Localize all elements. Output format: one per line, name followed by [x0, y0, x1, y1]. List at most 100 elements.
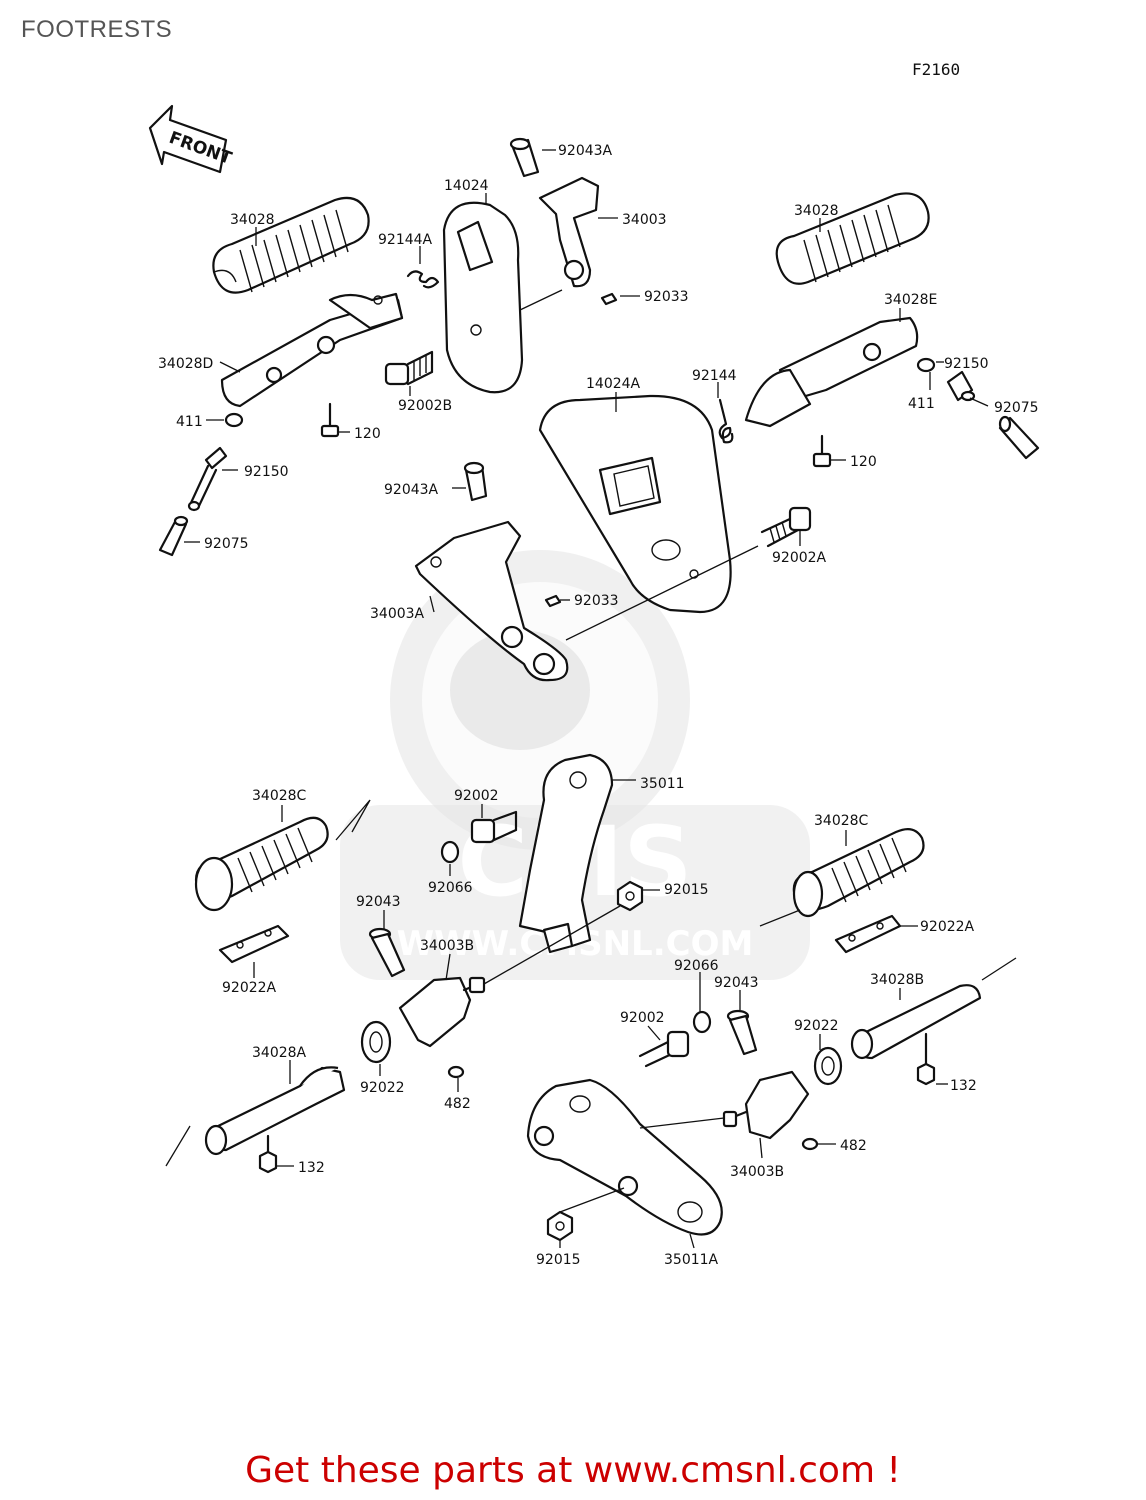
screw-120-left [320, 402, 340, 438]
pin-92043-left [368, 927, 406, 978]
label-92043-right: 92043 [714, 975, 759, 991]
page-title: FOOTRESTS [21, 16, 173, 43]
label-411-left: 411 [176, 414, 203, 430]
label-92002b: 92002B [398, 398, 452, 414]
label-92075-left: 92075 [204, 536, 249, 552]
parts-diagram: CMS WWW.CMSNL.COM F2160 FRONT [148, 60, 1040, 1268]
label-92002-bottom: 92002 [620, 1010, 665, 1026]
heel-plate-14024a [538, 394, 732, 614]
pin-92043-right [726, 1009, 758, 1056]
bolt-92002-upper [470, 810, 518, 844]
label-34003a: 34003A [370, 606, 425, 622]
label-92075-right: 92075 [994, 400, 1039, 416]
label-92066-left: 92066 [428, 880, 473, 896]
label-34028-right: 34028 [794, 203, 839, 219]
label-92033-mid: 92033 [574, 593, 619, 609]
label-92015-top: 92015 [664, 882, 709, 898]
label-92043-left: 92043 [356, 894, 401, 910]
label-14024: 14024 [444, 178, 489, 194]
part-labels: 92043A 14024 34003 34028 92144A 92033 34… [158, 143, 1039, 1268]
label-34003b-right: 34003B [730, 1164, 784, 1180]
washer-92022-left [360, 1020, 392, 1064]
screw-132-right [916, 1032, 936, 1086]
label-92002a: 92002A [772, 550, 827, 566]
spacer-92066-left [440, 840, 460, 864]
label-482-right: 482 [840, 1138, 867, 1154]
footpeg-rubber-34028c-right [792, 827, 925, 918]
spring-92144a [406, 270, 440, 289]
figure-code: F2160 [912, 60, 960, 79]
plate-92022a-right [834, 914, 902, 954]
label-120-left: 120 [354, 426, 381, 442]
footer-suffix: ! [875, 1450, 901, 1491]
label-132-right: 132 [950, 1078, 977, 1094]
footpeg-left-34028d [220, 292, 404, 408]
pin-92150-right [946, 370, 976, 402]
label-120-right: 120 [850, 454, 877, 470]
footer-link[interactable]: www.cmsnl.com [583, 1450, 876, 1491]
plate-92022a-left [218, 924, 290, 964]
footpeg-rubber-34028c-left [194, 816, 329, 912]
clip-482-right [801, 1137, 819, 1151]
label-34028e: 34028E [884, 292, 937, 308]
bolt-92002-lower [638, 1030, 690, 1068]
pin-92150-left [187, 446, 228, 512]
footpeg-34028a [204, 1066, 346, 1156]
heel-plate-14024 [442, 201, 524, 394]
bracket-34003a [414, 461, 569, 682]
screw-132-left [258, 1134, 278, 1174]
washer-92022-right [813, 1046, 843, 1086]
label-92022a-right: 92022A [920, 919, 975, 935]
label-34003b-left: 34003B [420, 938, 474, 954]
label-92144a: 92144A [378, 232, 433, 248]
spacer-92066-right [692, 1010, 712, 1034]
screw-120-right [812, 434, 832, 468]
label-34028b: 34028B [870, 972, 924, 988]
label-34028a: 34028A [252, 1045, 307, 1061]
label-34028c-right: 34028C [814, 813, 869, 829]
label-35011: 35011 [640, 776, 685, 792]
bolt-92002a [760, 506, 812, 548]
footer-promo: Get these parts at www.cmsnl.com ! [0, 1450, 1146, 1491]
label-35011a: 35011A [664, 1252, 719, 1268]
label-34003: 34003 [622, 212, 667, 228]
footer-prefix: Get these parts at [245, 1450, 584, 1491]
label-34028-left: 34028 [230, 212, 275, 228]
washer-411-right [916, 357, 936, 373]
label-92144: 92144 [692, 368, 737, 384]
label-92043a-mid: 92043A [384, 482, 439, 498]
label-92015-bottom: 92015 [536, 1252, 581, 1268]
label-92002-top: 92002 [454, 788, 499, 804]
footpeg-right-34028e [744, 316, 919, 428]
bolt-92002b [384, 350, 434, 386]
label-411-right: 411 [908, 396, 935, 412]
label-132-left: 132 [298, 1160, 325, 1176]
bracket-34003b-right [722, 1070, 810, 1140]
front-arrow-label: FRONT [166, 128, 234, 169]
label-92033-top: 92033 [644, 289, 689, 305]
label-92022-left: 92022 [360, 1080, 405, 1096]
label-92043a-top: 92043A [558, 143, 613, 159]
clip-482-left [447, 1065, 465, 1079]
nut-92015-lower [546, 1210, 574, 1242]
footpeg-rubber-right [775, 192, 930, 285]
cap-92075-left [158, 515, 189, 557]
footpeg-34028b [850, 984, 982, 1060]
washer-411-left [224, 412, 244, 428]
label-92066-right: 92066 [674, 958, 719, 974]
bracket-35011a [526, 1078, 723, 1236]
bracket-34003 [509, 137, 618, 306]
label-34028d: 34028D [158, 356, 213, 372]
label-14024a: 14024A [586, 376, 641, 392]
bracket-34003b-left [398, 976, 486, 1048]
leader-lines [165, 149, 1017, 1249]
spring-92144 [718, 398, 734, 444]
cap-92075-right [998, 415, 1040, 460]
footpeg-rubber-left [212, 196, 370, 294]
label-482-left: 482 [444, 1096, 471, 1112]
label-92022-right: 92022 [794, 1018, 839, 1034]
front-arrow-icon: FRONT [148, 104, 235, 174]
label-34028c-left: 34028C [252, 788, 307, 804]
label-92022a-left: 92022A [222, 980, 277, 996]
label-92150-right: 92150 [944, 356, 989, 372]
